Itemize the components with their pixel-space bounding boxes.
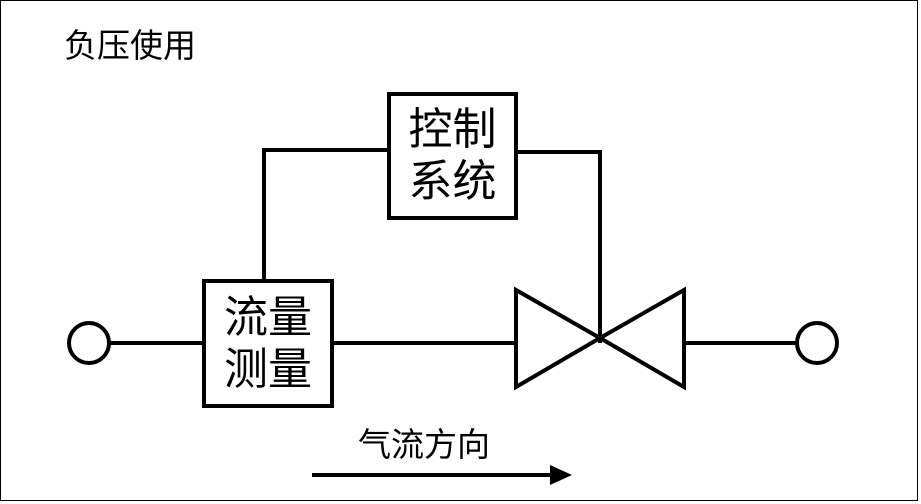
outlet-port-circle <box>795 321 839 365</box>
control-line-to-valve <box>516 150 602 343</box>
control-system-box: 控制 系统 <box>387 92 518 220</box>
valve-left-triangle <box>514 286 604 391</box>
inlet-port-circle <box>67 321 111 365</box>
page-title: 负压使用 <box>64 26 196 65</box>
flow-direction-arrow-head <box>550 465 572 485</box>
flow-measurement-label-line1: 流量 <box>224 291 312 343</box>
control-system-label-line2: 系统 <box>408 156 497 207</box>
flow-measurement-label-line2: 测量 <box>224 343 312 395</box>
flow-direction-label: 气流方向 <box>358 425 490 464</box>
flow-measurement-box: 流量 测量 <box>202 279 334 408</box>
valve-right-triangle <box>596 286 686 391</box>
signal-line-measurement-to-control <box>262 148 389 282</box>
control-system-label-line1: 控制 <box>408 104 497 155</box>
